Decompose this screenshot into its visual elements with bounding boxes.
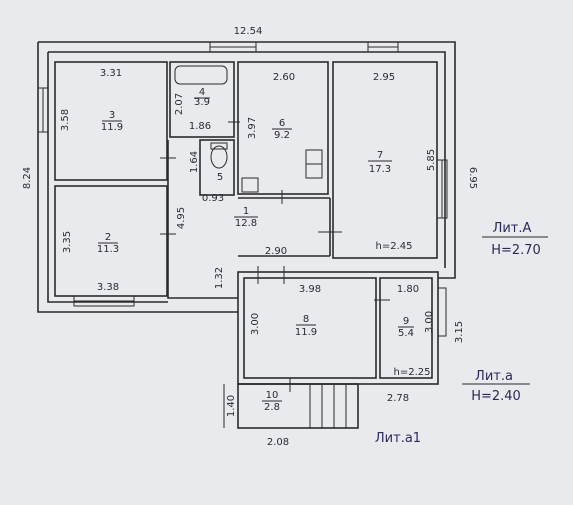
liter-a-title: Лит.А (493, 221, 532, 236)
bathtub-icon (174, 65, 228, 85)
liter-a1-title: Лит.а1 (375, 431, 421, 446)
dim-5-85: 5.85 (426, 149, 437, 171)
dim-overall-width: 12.54 (234, 26, 263, 37)
room-5-number: 5 (217, 172, 223, 183)
room-2-number: 2 (105, 232, 111, 243)
dim-2-08: 2.08 (267, 437, 289, 448)
room-4-walls (169, 61, 235, 138)
room-10-number: 10 (266, 390, 279, 401)
room-heights: h=2.45 h=2.25 (376, 241, 431, 378)
room-7-walls (332, 61, 438, 259)
dim-4-95: 4.95 (176, 207, 187, 229)
dim-1-64: 1.64 (189, 151, 200, 173)
dim-3-00-room9: 3.00 (424, 311, 435, 333)
room-6-area: 9.2 (274, 130, 290, 141)
dim-3-15: 3.15 (454, 321, 465, 343)
dim-1-40: 1.40 (226, 395, 237, 417)
room-6-walls (237, 61, 329, 195)
room-2-area: 11.3 (97, 244, 119, 255)
liter-labels: Лит.А H=2.70 Лит.а H=2.40 Лит.а1 (375, 221, 548, 446)
room-4-number: 4 (199, 87, 205, 98)
windows (37, 41, 448, 337)
room-3-walls (54, 61, 168, 181)
dim-2-78: 2.78 (387, 393, 409, 404)
room-6-number: 6 (279, 118, 285, 129)
sink-icon (241, 177, 259, 193)
liter-small-a-height: H=2.40 (471, 389, 521, 404)
height-annex: h=2.25 (394, 367, 431, 378)
room-labels: 3 11.9 2 11.3 4 3.9 5 6 9.2 7 17.3 1 12.… (97, 87, 414, 413)
liter-a-height: H=2.70 (491, 243, 541, 258)
dimensions: 12.54 8.24 6.95 3.31 3.58 2.07 1.86 2.60… (22, 26, 478, 448)
room-8-number: 8 (303, 314, 309, 325)
room-4-area: 3.9 (194, 97, 210, 108)
room-8-area: 11.9 (295, 327, 317, 338)
dim-3-38: 3.38 (97, 282, 119, 293)
room-8-walls (243, 277, 377, 379)
room-7-area: 17.3 (369, 164, 391, 175)
dim-2-60: 2.60 (273, 72, 295, 83)
toilet-icon (210, 145, 228, 169)
dim-overall-height: 8.24 (22, 167, 33, 189)
dim-1-80: 1.80 (397, 284, 419, 295)
room-5-walls (199, 139, 235, 196)
dim-3-98: 3.98 (299, 284, 321, 295)
room-9-number: 9 (403, 316, 409, 327)
liter-small-a-title: Лит.а (475, 369, 513, 384)
label-underlines (98, 97, 414, 402)
dim-1-86: 1.86 (189, 121, 211, 132)
room-1-number: 1 (243, 206, 249, 217)
window-room9 (437, 287, 447, 337)
dim-2-07: 2.07 (174, 93, 185, 115)
dim-3-97: 3.97 (247, 117, 258, 139)
dim-right-height: 6.95 (467, 167, 478, 189)
height-main: h=2.45 (376, 241, 413, 252)
dim-0-93: 0.93 (202, 193, 224, 204)
dim-3-35: 3.35 (62, 231, 73, 253)
porch-walls (223, 378, 359, 429)
room-9-area: 5.4 (398, 328, 414, 339)
dim-3-58: 3.58 (60, 109, 71, 131)
room-7-number: 7 (377, 150, 383, 161)
room-10-walls (237, 383, 359, 429)
room-3-number: 3 (109, 110, 115, 121)
dim-3-31: 3.31 (100, 68, 122, 79)
room-1-walls (167, 140, 238, 299)
room-9-walls (379, 277, 433, 379)
dim-1-32: 1.32 (214, 267, 225, 289)
dim-3-00-room8: 3.00 (250, 313, 261, 335)
room-10-area: 2.8 (264, 402, 280, 413)
room-3-area: 11.9 (101, 122, 123, 133)
room-1-area: 12.8 (235, 218, 257, 229)
dim-2-95: 2.95 (373, 72, 395, 83)
dim-2-90: 2.90 (265, 246, 287, 257)
